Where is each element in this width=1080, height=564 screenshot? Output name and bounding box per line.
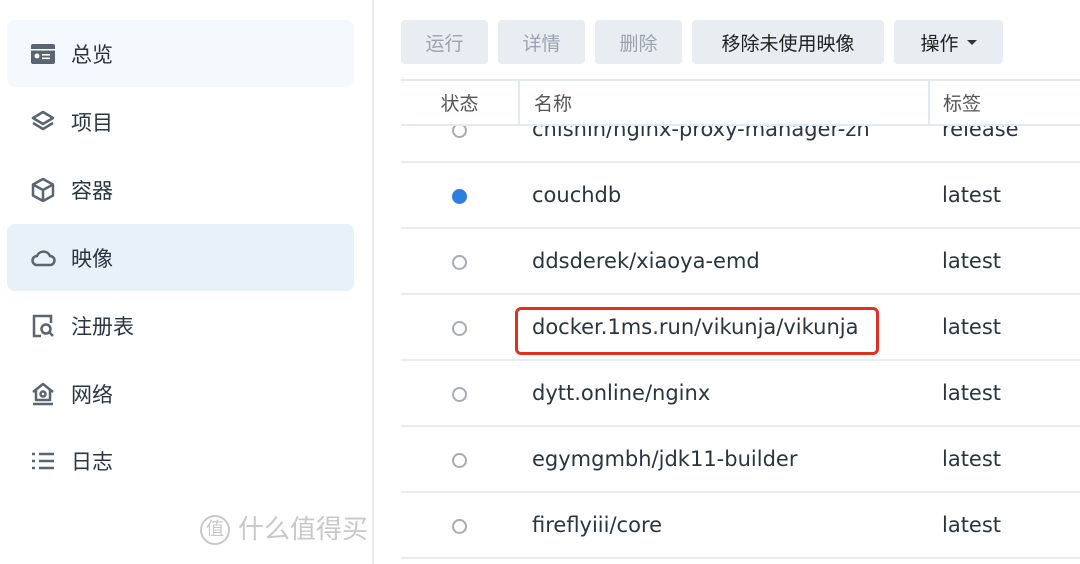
registry-search-icon xyxy=(32,314,54,337)
table-row[interactable]: couchdb latest xyxy=(401,163,1080,229)
status-indicator-icon xyxy=(452,453,467,468)
actions-dropdown[interactable]: 操作 xyxy=(894,20,1003,64)
caret-down-icon xyxy=(966,39,977,45)
sidebar-item-registry[interactable]: 注册表 xyxy=(7,292,354,359)
image-tag: latest xyxy=(942,183,1002,207)
sidebar-item-overview[interactable]: 总览 xyxy=(7,20,354,87)
table-row[interactable]: dytt.online/nginx latest xyxy=(401,361,1080,427)
sidebar-item-label: 日志 xyxy=(71,449,113,474)
table-row[interactable]: chishin/nginx-proxy-manager-zh release xyxy=(401,126,1080,163)
column-header-status[interactable]: 状态 xyxy=(440,92,479,115)
status-indicator-icon xyxy=(452,519,467,534)
image-tag: latest xyxy=(942,249,1002,273)
sidebar-item-projects[interactable]: 项目 xyxy=(7,88,354,155)
watermark-text: 什么值得买 xyxy=(238,515,369,545)
overview-card-icon xyxy=(31,43,55,64)
cloud-icon xyxy=(31,249,56,266)
column-header-tag[interactable]: 标签 xyxy=(928,81,1080,126)
sidebar-item-label: 项目 xyxy=(71,110,113,135)
sidebar-item-images[interactable]: 映像 xyxy=(7,224,354,291)
column-header-name[interactable]: 名称 xyxy=(518,81,928,126)
image-name: fireflyiii/core xyxy=(532,513,663,537)
image-tag: latest xyxy=(942,315,1002,339)
image-tag: latest xyxy=(942,447,1002,471)
table-row[interactable]: ddsderek/xiaoya-emd latest xyxy=(401,229,1080,295)
table-row[interactable]: fireflyiii/core latest xyxy=(401,493,1080,559)
image-name: dytt.online/nginx xyxy=(532,381,711,405)
status-indicator-icon xyxy=(452,126,467,138)
table-row[interactable]: docker.1ms.run/vikunja/vikunja latest xyxy=(401,295,1080,361)
watermark-logo-icon: 值 xyxy=(200,515,230,545)
table-header: 状态 名称 标签 xyxy=(401,79,1080,126)
image-name: egymgmbh/jdk11-builder xyxy=(532,447,798,471)
sidebar-item-logs[interactable]: 日志 xyxy=(7,427,354,494)
images-table: chishin/nginx-proxy-manager-zh release c… xyxy=(401,126,1080,564)
remove-unused-images-button[interactable]: 移除未使用映像 xyxy=(692,20,884,64)
status-indicator-icon xyxy=(452,189,467,204)
layers-icon xyxy=(31,110,55,130)
highlight-box xyxy=(515,307,879,355)
table-row[interactable]: egymgmbh/jdk11-builder latest xyxy=(401,427,1080,493)
image-tag: latest xyxy=(942,381,1002,405)
cube-icon xyxy=(31,177,55,202)
sidebar-item-containers[interactable]: 容器 xyxy=(7,156,354,223)
status-indicator-icon xyxy=(452,255,467,270)
network-house-icon xyxy=(32,382,54,405)
sidebar: 总览 项目 容器 映像 注册表 网络 日志 xyxy=(0,0,374,564)
actions-label: 操作 xyxy=(920,32,959,55)
image-tag: latest xyxy=(942,513,1002,537)
status-indicator-icon xyxy=(452,321,467,336)
sidebar-item-label: 容器 xyxy=(71,178,113,203)
image-tag: release xyxy=(942,126,1019,141)
sidebar-item-label: 总览 xyxy=(71,42,113,67)
sidebar-item-network[interactable]: 网络 xyxy=(7,360,354,427)
status-indicator-icon xyxy=(452,387,467,402)
image-name: chishin/nginx-proxy-manager-zh xyxy=(532,126,870,141)
image-name: docker.1ms.run/vikunja/vikunja xyxy=(532,315,859,339)
delete-button[interactable]: 删除 xyxy=(595,20,682,64)
image-name: couchdb xyxy=(532,183,622,207)
list-icon xyxy=(32,452,54,469)
sidebar-item-label: 网络 xyxy=(71,382,113,407)
image-name: ddsderek/xiaoya-emd xyxy=(532,249,760,273)
run-button[interactable]: 运行 xyxy=(401,20,488,64)
details-button[interactable]: 详情 xyxy=(498,20,585,64)
watermark-logo: 值什么值得买 xyxy=(200,515,368,545)
sidebar-item-label: 注册表 xyxy=(71,314,134,339)
sidebar-item-label: 映像 xyxy=(71,246,113,271)
